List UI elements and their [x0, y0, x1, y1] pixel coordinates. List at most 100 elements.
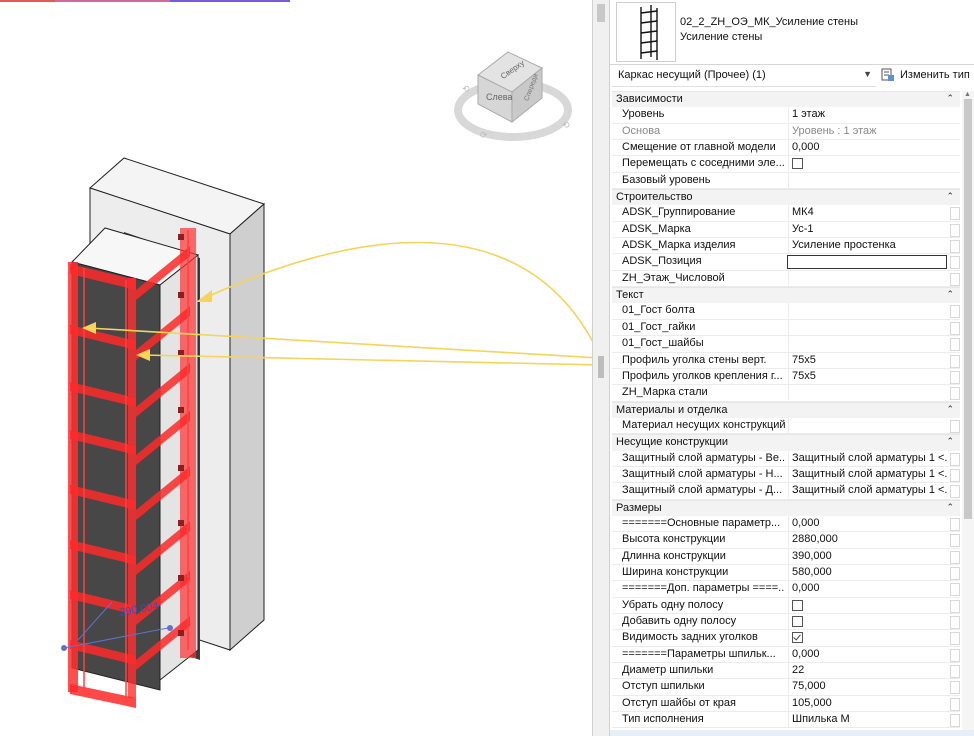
property-row[interactable]: 01_Гост_шайбы	[612, 336, 960, 353]
property-value[interactable]: 22	[788, 663, 948, 679]
property-value[interactable]	[788, 172, 948, 188]
property-value[interactable]: Ус-1	[788, 221, 948, 237]
property-row[interactable]: ZH_Этаж_Числовой	[612, 270, 960, 288]
category-selector[interactable]: Каркас несущий (Прочее) (1) ▼	[612, 66, 876, 87]
associate-parameter-button[interactable]	[950, 550, 960, 564]
property-row[interactable]: Материал несущих конструкций	[612, 417, 960, 435]
collapse-chevron-icon[interactable]: ⌃	[946, 501, 954, 512]
property-value[interactable]: 0,000	[788, 581, 948, 597]
associate-parameter-button[interactable]	[950, 648, 960, 662]
associate-parameter-button[interactable]	[950, 665, 960, 679]
property-value[interactable]: Усиление простенка	[788, 238, 948, 254]
scrollbar-thumb[interactable]	[964, 99, 972, 519]
associate-parameter-button[interactable]	[950, 256, 960, 270]
associate-parameter-button[interactable]	[950, 207, 960, 221]
checkbox-checked-icon[interactable]	[792, 632, 803, 644]
property-row[interactable]: =======Доп. параметры ====...0,000	[612, 581, 960, 598]
property-row[interactable]: ADSK_Позиция	[612, 254, 960, 271]
associate-parameter-button[interactable]	[950, 583, 960, 597]
splitter-grip[interactable]	[598, 356, 604, 378]
associate-parameter-button[interactable]	[950, 338, 960, 352]
property-row[interactable]: ZH_Марка стали	[612, 385, 960, 402]
property-row[interactable]: =======Параметры шпильк...0,000	[612, 646, 960, 664]
checkbox-empty-icon[interactable]	[792, 599, 803, 611]
associate-parameter-button[interactable]	[950, 354, 960, 368]
property-value[interactable]: Защитный слой арматуры 1 <...	[788, 466, 948, 482]
section-header[interactable]: Размеры⌃	[612, 499, 960, 516]
associate-parameter-button[interactable]	[950, 517, 960, 531]
type-header[interactable]: 02_2_ZH_ОЭ_МК_Усиление стены Усиление ст…	[610, 0, 974, 65]
wall-model[interactable]	[68, 157, 265, 708]
associate-parameter-button[interactable]	[950, 387, 960, 401]
property-checkbox[interactable]	[788, 614, 948, 629]
property-value[interactable]: 1 этаж	[788, 107, 948, 123]
property-value[interactable]: 580,000	[788, 564, 948, 580]
associate-parameter-button[interactable]	[950, 419, 960, 433]
property-value[interactable]	[788, 319, 948, 335]
property-value[interactable]	[788, 303, 948, 319]
property-value[interactable]	[788, 336, 948, 352]
property-value[interactable]	[788, 417, 948, 433]
property-value[interactable]: 0,000	[788, 515, 948, 531]
property-value[interactable]: 105,000	[788, 695, 948, 711]
scroll-up-icon[interactable]	[597, 4, 605, 22]
property-row[interactable]: Защитный слой арматуры - Д...Защитный сл…	[612, 483, 960, 500]
property-row[interactable]: Убрать одну полосу	[612, 597, 960, 614]
property-row[interactable]: Защитный слой арматуры - Ве...Защитный с…	[612, 450, 960, 467]
property-value[interactable]	[788, 385, 948, 401]
property-row[interactable]: =======Основные параметр...0,000	[612, 515, 960, 533]
property-row[interactable]: Профиль уголка стены верт.75x5	[612, 352, 960, 369]
property-value[interactable]: 0,000	[788, 646, 948, 662]
associate-parameter-button[interactable]	[950, 566, 960, 580]
property-checkbox[interactable]	[788, 156, 948, 172]
section-header[interactable]: Текст⌃	[612, 287, 960, 304]
section-header[interactable]: Строительство⌃	[612, 189, 960, 206]
3d-viewport[interactable]: Слева Сверху Спереди ⟲ ⟲ ⟳	[0, 0, 592, 736]
property-value[interactable]: МК4	[788, 205, 948, 221]
property-row[interactable]: 01_Гост болта	[612, 303, 960, 320]
associate-parameter-button[interactable]	[950, 697, 960, 711]
property-value[interactable]: 390,000	[788, 548, 948, 564]
property-value[interactable]: 75x5	[788, 352, 948, 368]
collapse-chevron-icon[interactable]: ⌃	[946, 436, 954, 447]
associate-parameter-button[interactable]	[950, 681, 960, 695]
associate-parameter-button[interactable]	[950, 468, 960, 482]
associate-parameter-button[interactable]	[950, 452, 960, 466]
associate-parameter-button[interactable]	[950, 714, 960, 728]
associate-parameter-button[interactable]	[950, 321, 960, 335]
property-row[interactable]: Добавить одну полосу	[612, 614, 960, 631]
property-value[interactable]: 2880,000	[788, 532, 948, 548]
property-input[interactable]	[787, 255, 947, 270]
associate-parameter-button[interactable]	[950, 616, 960, 629]
associate-parameter-button[interactable]	[950, 534, 960, 548]
associate-parameter-button[interactable]	[950, 599, 960, 613]
associate-parameter-button[interactable]	[950, 240, 960, 254]
property-checkbox[interactable]	[788, 630, 948, 646]
collapse-chevron-icon[interactable]: ⌃	[946, 191, 954, 202]
checkbox-empty-icon[interactable]	[792, 616, 803, 627]
associate-parameter-button[interactable]	[950, 223, 960, 237]
section-header[interactable]: Зависимости⌃	[612, 91, 960, 108]
property-row[interactable]: Видимость задних уголков	[612, 630, 960, 647]
property-row[interactable]: 01_Гост_гайки	[612, 319, 960, 337]
property-row[interactable]: Перемещать с соседними эле...	[612, 156, 960, 173]
collapse-chevron-icon[interactable]: ⌃	[946, 289, 954, 300]
collapse-chevron-icon[interactable]: ⌃	[946, 403, 954, 414]
scroll-up-arrow-icon[interactable]: ▲	[964, 91, 971, 98]
section-header[interactable]: Несущие конструкции⌃	[612, 434, 960, 451]
property-value[interactable]	[788, 270, 948, 286]
collapse-chevron-icon[interactable]: ⌃	[946, 93, 954, 103]
property-row[interactable]: Защитный слой арматуры - Н...Защитный сл…	[612, 466, 960, 484]
associate-parameter-button[interactable]	[950, 272, 960, 286]
